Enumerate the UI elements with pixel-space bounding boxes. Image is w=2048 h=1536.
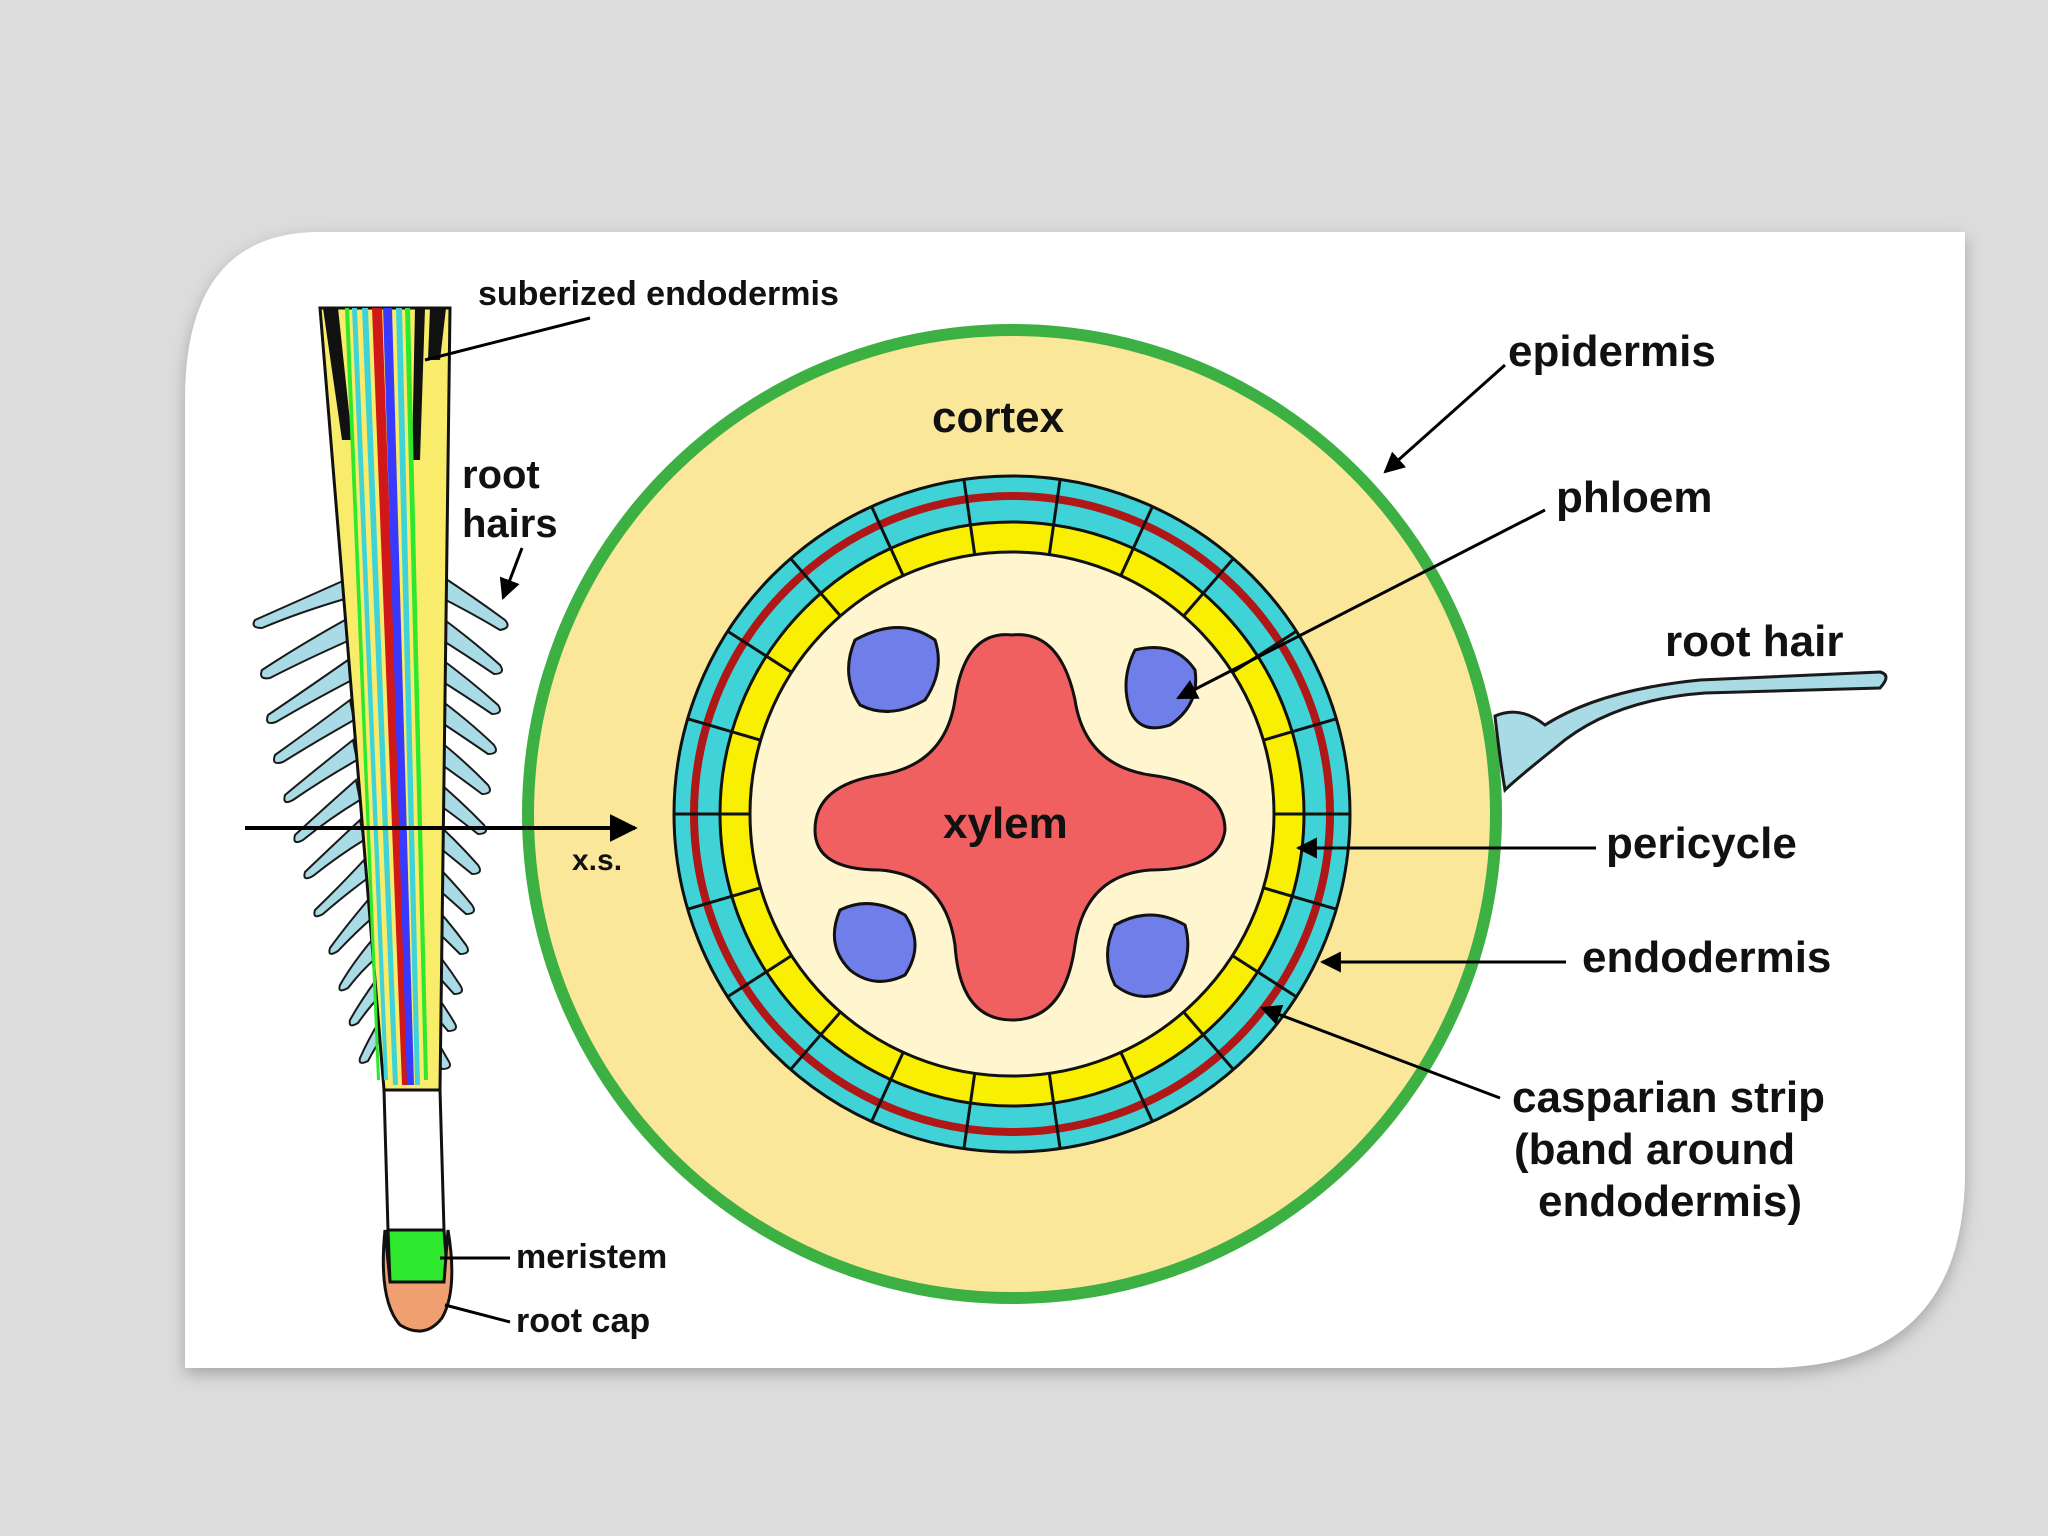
label-cortex: cortex <box>932 393 1065 442</box>
root-hairs-arrow <box>499 547 524 600</box>
label-root-cap: root cap <box>516 1302 650 1340</box>
cell-wall-line <box>1262 886 1337 911</box>
cell-wall-line <box>789 557 842 617</box>
casparian-arrow <box>1260 1004 1501 1100</box>
cell-wall-line <box>870 505 905 577</box>
labels: suberized endodermis root hairs x.s. mer… <box>462 275 1843 1340</box>
label-casparian-2: (band around <box>1514 1125 1795 1174</box>
leader-lines <box>245 316 1596 1324</box>
phloem-upper-right <box>1124 646 1198 730</box>
label-xylem: xylem <box>943 799 1068 848</box>
cell-wall-line <box>687 717 762 742</box>
phloem-lower-left <box>832 902 917 983</box>
xylem-star <box>813 633 1227 1022</box>
cell-wall-line <box>726 954 793 998</box>
label-root-hairs-2: hairs <box>462 502 558 546</box>
label-endodermis: endodermis <box>1582 933 1831 982</box>
label-suberized-endodermis: suberized endodermis <box>478 275 839 313</box>
root-hair-extension <box>1493 670 1888 794</box>
suberized-leader <box>424 316 591 362</box>
label-casparian-1: casparian strip <box>1512 1073 1825 1122</box>
epidermis-arrow <box>1383 363 1506 474</box>
phloem-upper-left <box>847 626 940 713</box>
cell-walls <box>674 479 1350 1149</box>
cell-wall-line <box>1182 1011 1235 1071</box>
cell-wall-line <box>726 630 793 674</box>
cross-section <box>522 324 1888 1304</box>
root-cap-leader <box>444 1303 511 1324</box>
cell-wall-line <box>1182 557 1235 617</box>
label-phloem: phloem <box>1556 473 1712 522</box>
label-pericycle: pericycle <box>1606 819 1797 868</box>
cell-wall-line <box>962 479 977 555</box>
cell-wall-line <box>870 1051 905 1123</box>
cell-wall-line <box>789 1011 842 1071</box>
label-casparian-3: endodermis) <box>1538 1177 1802 1226</box>
label-epidermis: epidermis <box>1508 327 1716 376</box>
cell-wall-line <box>1262 717 1337 742</box>
cell-wall-line <box>1119 1051 1154 1123</box>
cell-wall-line <box>1231 954 1298 998</box>
phloem-arrow <box>1176 508 1546 700</box>
cell-wall-line <box>1119 505 1154 577</box>
phloem-lower-right <box>1106 913 1190 998</box>
cell-wall-line <box>1047 1073 1062 1149</box>
label-xs: x.s. <box>572 844 622 877</box>
label-root-hairs-1: root <box>462 453 540 497</box>
cell-wall-line <box>1047 479 1062 555</box>
cell-wall-line <box>962 1073 977 1149</box>
label-meristem: meristem <box>516 1238 667 1276</box>
cell-wall-line <box>687 886 762 911</box>
label-root-hair: root hair <box>1665 617 1843 666</box>
